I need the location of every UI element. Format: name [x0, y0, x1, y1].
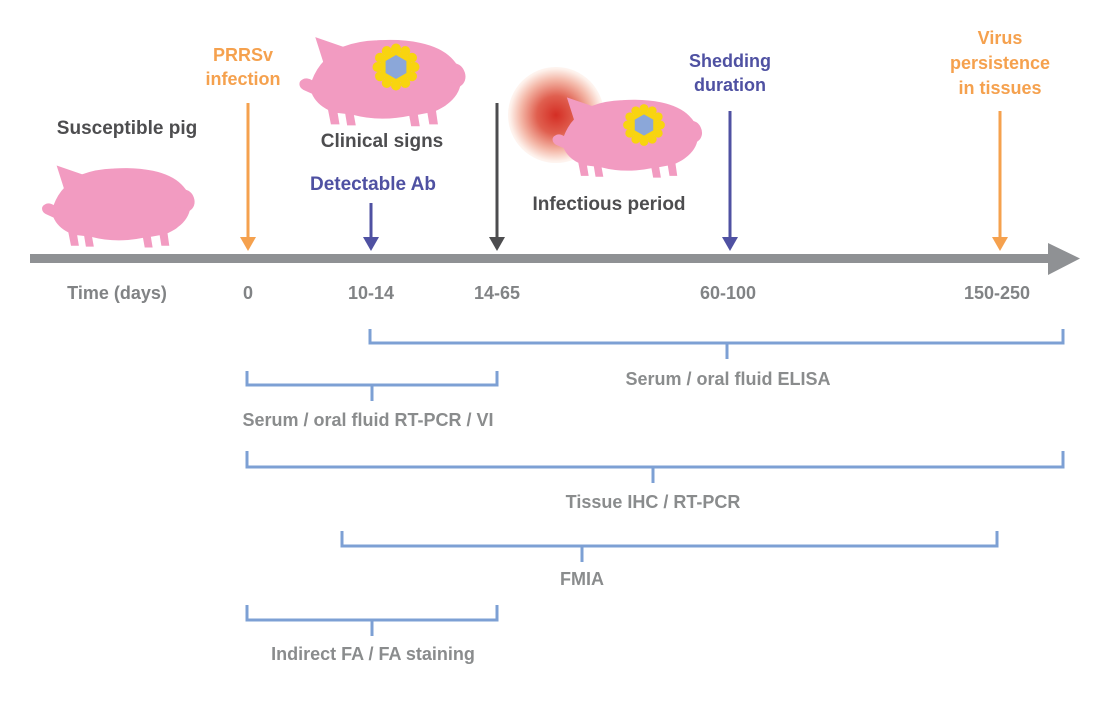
virus-persistence-label: Virus persistence in tissues [950, 26, 1050, 101]
detectable-ab-arrow-icon [363, 203, 379, 251]
clinical-signs-label: Clinical signs [320, 131, 444, 152]
infectious-period-arrow-icon [489, 103, 505, 251]
shedding-duration-line2: duration [694, 75, 766, 95]
time-axis-label: Time (days) [67, 283, 167, 303]
virus-persistence-line3: in tissues [958, 78, 1042, 98]
prrsv-infection-line2: infection [205, 69, 281, 89]
tissue-ihc-bracket [245, 451, 1065, 483]
prrsv-infection-arrow-icon [240, 103, 256, 251]
elisa-bracket [368, 329, 1065, 359]
rtpcr-vi-assay-label: Serum / oral fluid RT-PCR / VI [242, 410, 494, 430]
tick-day-0: 0 [242, 283, 254, 303]
indirect-fa-bracket [245, 605, 499, 636]
tick-day-10-14: 10-14 [347, 283, 395, 303]
fmia-assay-label: FMIA [560, 569, 604, 589]
tissue-ihc-assay-label: Tissue IHC / RT-PCR [565, 492, 741, 512]
elisa-assay-label: Serum / oral fluid ELISA [625, 369, 831, 389]
prrsv-infection-label: PRRSv infection [206, 43, 281, 91]
detectable-ab-label: Detectable Ab [310, 174, 436, 195]
rtpcr-vi-bracket [245, 371, 499, 401]
indirect-fa-assay-label: Indirect FA / FA staining [271, 644, 475, 664]
infectious-period-label: Infectious period [532, 194, 686, 215]
shedding-duration-line1: Shedding [689, 51, 771, 71]
fmia-bracket [340, 531, 999, 562]
virus-persistence-line2: persistence [949, 53, 1051, 73]
timeline-arrow-icon [30, 243, 1080, 275]
shedding-duration-label: Shedding duration [689, 49, 771, 97]
shedding-duration-arrow-icon [722, 111, 738, 251]
prrsv-infection-line1: PRRSv [212, 45, 274, 65]
tick-day-14-65: 14-65 [473, 283, 521, 303]
virus-persistence-arrow-icon [992, 111, 1008, 251]
susceptible-pig-label: Susceptible pig [56, 118, 198, 139]
tick-day-150-250: 150-250 [963, 283, 1031, 303]
virus-persistence-line1: Virus [977, 28, 1023, 48]
tick-day-60-100: 60-100 [699, 283, 757, 303]
